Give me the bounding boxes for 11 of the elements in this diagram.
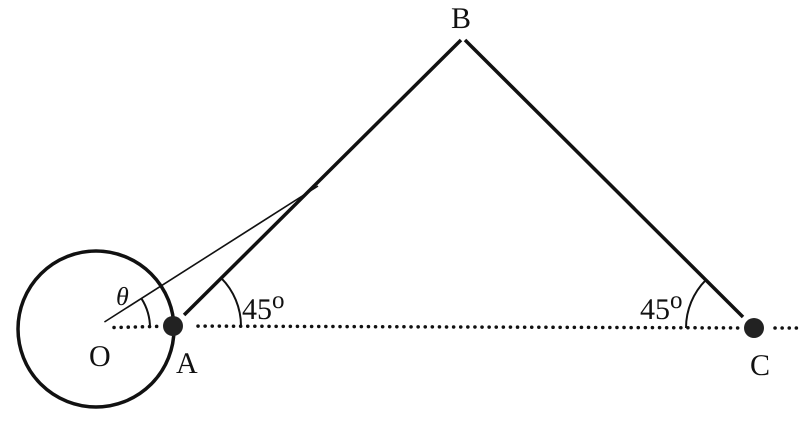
point-label: A bbox=[176, 349, 198, 379]
point-label: O bbox=[89, 342, 111, 372]
point-label: B bbox=[451, 4, 472, 34]
point-label: C bbox=[750, 351, 770, 381]
line-segment bbox=[464, 38, 744, 318]
dotted-line bbox=[773, 326, 800, 330]
line-segment bbox=[182, 38, 462, 316]
line-segment bbox=[104, 185, 318, 323]
angle-label: 45$^{o}$ bbox=[242, 286, 284, 325]
angle-label: 45$^{o}$ bbox=[640, 286, 682, 325]
angle-symbol: θ bbox=[116, 282, 129, 312]
